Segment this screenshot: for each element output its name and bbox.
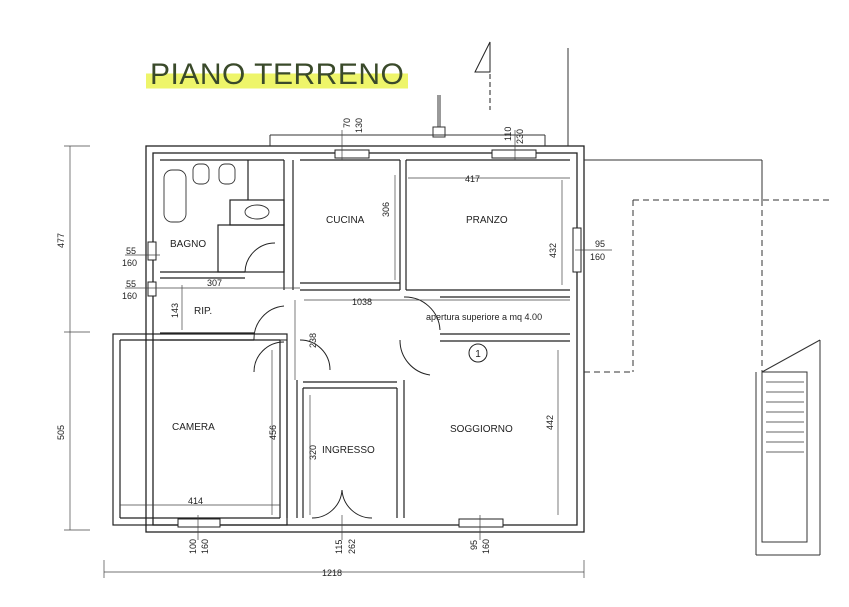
dim-left-window-4: 160 <box>122 291 137 301</box>
bathroom-fixtures <box>163 163 270 223</box>
dim-top-130: 130 <box>354 118 364 133</box>
room-soggiorno: SOGGIORNO <box>450 424 513 435</box>
dim-side-477: 477 <box>56 233 66 248</box>
dim-mid-height: 238 <box>308 333 318 348</box>
dim-left-window-3: 55 <box>126 279 136 289</box>
section-marker-icon <box>474 41 491 110</box>
dim-mid-width: 1038 <box>352 297 372 307</box>
room-cucina: CUCINA <box>326 215 365 226</box>
dim-bottom-160b: 160 <box>481 539 491 554</box>
marker-circle <box>468 343 488 363</box>
dimension-lines <box>64 130 612 578</box>
dim-bottom-115: 115 <box>334 540 344 554</box>
windows <box>147 149 582 528</box>
dim-top-110: 110 <box>503 127 513 141</box>
dim-cucina-height: 306 <box>381 202 391 217</box>
door-swings <box>244 242 441 519</box>
roof-parapet <box>269 95 546 146</box>
dim-bottom-100: 100 <box>188 539 198 554</box>
dim-left-window-1: 55 <box>126 246 136 256</box>
marker-label: 1 <box>475 349 481 360</box>
opening-note: apertura superiore a mq 4.00 <box>426 312 542 322</box>
dim-right-window-1: 95 <box>595 239 605 249</box>
dim-top-230: 230 <box>515 129 525 144</box>
dim-camera-height: 456 <box>268 425 278 440</box>
internal-walls <box>112 159 570 526</box>
room-pranzo: PRANZO <box>466 215 508 226</box>
dim-total-width: 1218 <box>322 568 342 578</box>
dim-soggiorno-height: 442 <box>545 415 555 430</box>
dim-right-window-2: 160 <box>590 252 605 262</box>
stair-treads <box>766 381 804 453</box>
dim-ingresso-height: 320 <box>308 445 318 460</box>
room-ingresso: INGRESSO <box>322 445 375 456</box>
plan-title: PIANO TERRENO <box>146 58 409 92</box>
dim-bottom-262: 262 <box>347 539 357 554</box>
room-camera: CAMERA <box>172 422 215 433</box>
dim-rip-height: 143 <box>170 303 180 318</box>
terrace-outline <box>567 48 830 556</box>
dim-top-70: 70 <box>342 118 352 128</box>
outer-walls <box>145 145 585 533</box>
dim-bottom-95: 95 <box>469 540 479 550</box>
room-bagno: BAGNO <box>170 239 206 250</box>
dim-bottom-160a: 160 <box>200 539 210 554</box>
room-rip: RIP. <box>194 306 212 317</box>
dim-pranzo-height: 432 <box>548 243 558 258</box>
dim-rip-width: 307 <box>207 278 222 288</box>
dim-side-505: 505 <box>56 425 66 440</box>
dim-camera-width: 414 <box>188 496 203 506</box>
dim-pranzo-width: 417 <box>465 174 480 184</box>
dim-left-window-2: 160 <box>122 258 137 268</box>
